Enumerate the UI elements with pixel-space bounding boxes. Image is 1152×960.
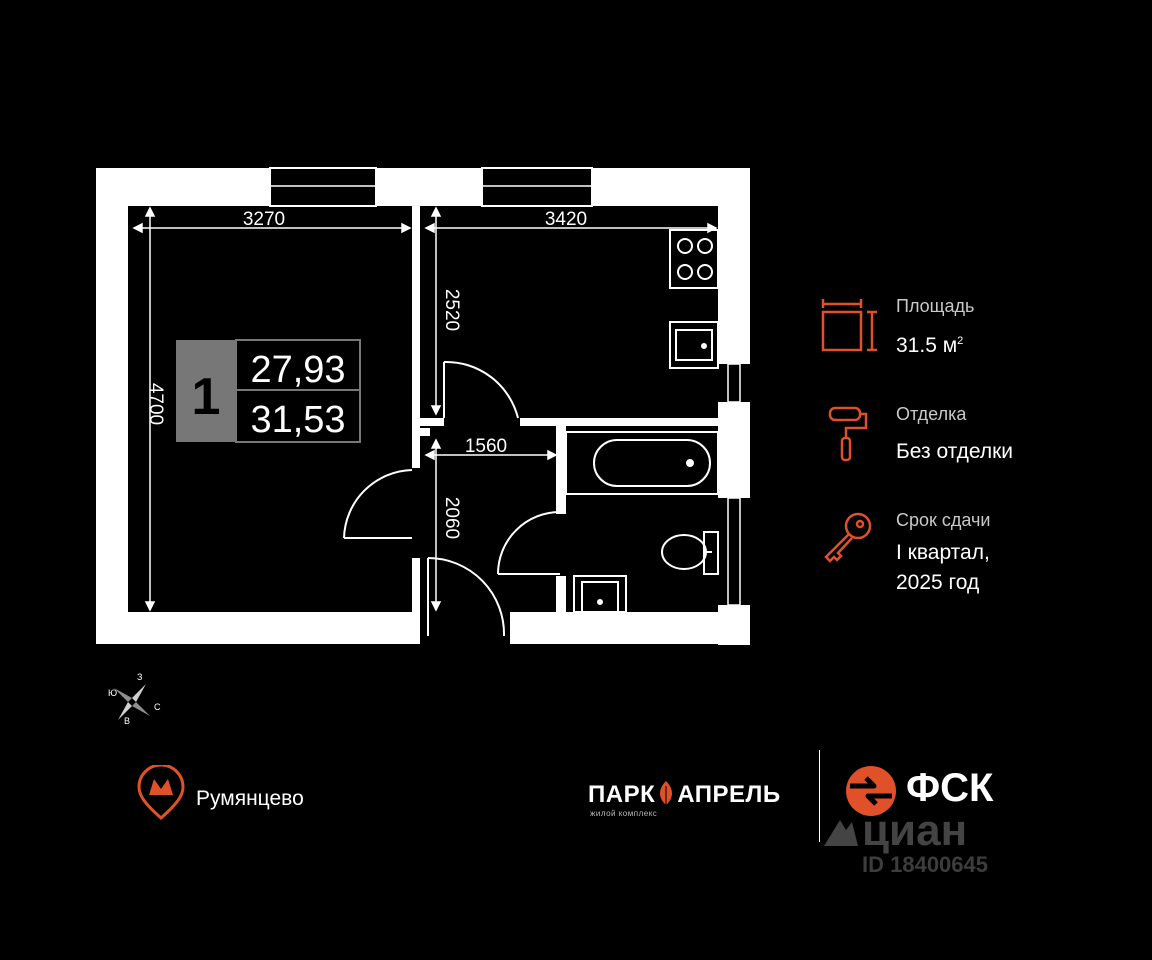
stove bbox=[669, 229, 719, 289]
delivery-label: Срок сдачи bbox=[896, 510, 991, 530]
compass: З Ю В С bbox=[102, 672, 162, 732]
badge-rooms-count: 1 bbox=[192, 368, 221, 426]
watermark-brand: циан bbox=[862, 806, 968, 855]
logo-divider bbox=[819, 750, 820, 842]
dimension-labels: 3270 3420 2520 4700 1560 2060 bbox=[145, 209, 587, 539]
dim-kitchen-depth: 2520 bbox=[441, 289, 462, 331]
badge-rooms-box bbox=[176, 340, 236, 442]
delivery-value-line2: 2025 год bbox=[896, 571, 980, 594]
developer-name: ФСК bbox=[906, 766, 994, 810]
area-unit-sup: 2 bbox=[957, 335, 964, 347]
kitchen-sink bbox=[669, 321, 719, 369]
dimension-lines bbox=[132, 206, 718, 612]
fsk-logo-icon bbox=[846, 766, 896, 816]
complex-name-part1: ПАРК bbox=[588, 781, 656, 808]
cian-logo-icon bbox=[824, 820, 858, 846]
compass-west: Ю bbox=[108, 688, 118, 698]
dim-kitchen-width: 3420 bbox=[545, 209, 587, 230]
doors bbox=[343, 360, 561, 637]
windows bbox=[269, 167, 741, 606]
toilet bbox=[661, 531, 719, 575]
complex-subtitle: жилой комплекс bbox=[590, 809, 658, 818]
badge-living-area: 27,93 bbox=[250, 349, 345, 391]
dim-room-width: 3270 bbox=[243, 209, 285, 230]
area-value: 31.5 м2 bbox=[896, 328, 963, 359]
compass-north: З bbox=[137, 672, 143, 682]
compass-rose-icon bbox=[114, 684, 150, 720]
complex-name-part2: АПРЕЛЬ bbox=[677, 781, 781, 808]
area-label: Площадь bbox=[896, 296, 975, 316]
watermark-id: ID 18400645 bbox=[862, 852, 988, 877]
paint-roller-icon bbox=[828, 406, 868, 462]
finish-value: Без отделки bbox=[896, 440, 1014, 463]
unit-badge: 1 27,93 31,53 bbox=[176, 339, 361, 443]
complex-name: ПАРК АПРЕЛЬ bbox=[588, 780, 781, 809]
area-icon bbox=[821, 299, 877, 352]
delivery-value-line1: I квартал, bbox=[896, 541, 990, 564]
metro-icon bbox=[137, 765, 185, 821]
bathroom-sink bbox=[573, 575, 627, 613]
area-value-text: 31.5 м bbox=[896, 334, 958, 357]
compass-east: С bbox=[154, 702, 161, 712]
metro-station-name: Румянцево bbox=[196, 787, 304, 810]
leaf-icon bbox=[660, 781, 673, 805]
outer-walls bbox=[96, 168, 750, 645]
dim-hall-depth: 2060 bbox=[441, 497, 462, 539]
dim-room-depth: 4700 bbox=[145, 383, 166, 425]
finish-label: Отделка bbox=[896, 404, 967, 424]
badge-total-area: 31,53 bbox=[250, 399, 345, 441]
key-icon bbox=[824, 512, 872, 563]
bathtub bbox=[565, 431, 719, 495]
dim-hall-width: 1560 bbox=[465, 436, 507, 457]
interior-walls bbox=[412, 206, 720, 644]
compass-south: В bbox=[124, 716, 131, 726]
